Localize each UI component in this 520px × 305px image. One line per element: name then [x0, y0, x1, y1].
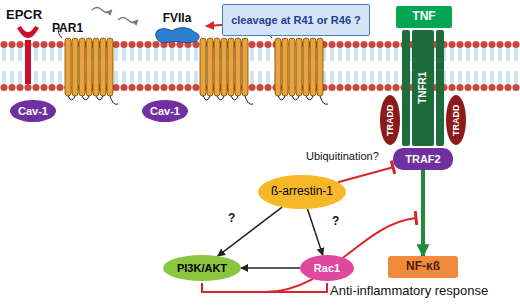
epcr-receptor	[25, 40, 31, 84]
adaptor-box: TRAF2	[393, 148, 453, 170]
signal-arrow	[206, 25, 222, 26]
node-text: NF-κß	[406, 260, 440, 274]
adaptor-oval: TRADD	[446, 95, 466, 145]
question-mark: ?	[332, 215, 339, 229]
node-text: ß-arrestin-1	[271, 185, 333, 199]
protein-oval: ß-arrestin-1	[258, 175, 346, 209]
par1-receptor	[200, 38, 253, 104]
node-text: TRADD	[451, 104, 461, 136]
ligand-node: FVIIa	[148, 8, 206, 48]
par1-receptor	[275, 38, 328, 104]
protein-oval: Cav-1	[10, 100, 56, 122]
pathway-oval: PI3K/AKT	[163, 255, 241, 281]
receptor-label: EPCR	[6, 8, 42, 23]
node-text: PI3K/AKT	[177, 262, 227, 275]
ligand-blob	[152, 26, 202, 44]
node-text: TRADD	[385, 104, 395, 136]
signal-arrow	[421, 170, 425, 256]
receptor-label: PAR1	[52, 22, 83, 36]
par1-receptor	[65, 38, 118, 104]
ligand-box: TNF	[396, 6, 452, 28]
protein-oval: Cav-1	[142, 100, 188, 122]
flow-arrow	[118, 18, 138, 23]
signal-arrow	[308, 209, 323, 255]
node-text: cleavage at R41 or R46 ?	[231, 14, 361, 27]
tnfr1-bar	[436, 30, 444, 146]
epcr-receptor	[17, 26, 39, 38]
process-note: Ubiquitination?	[306, 150, 379, 163]
inhibition-arrow	[338, 167, 393, 182]
callout-box: cleavage at R41 or R46 ?	[222, 4, 370, 36]
node-text: TNF	[412, 10, 435, 24]
node-text: FVIIa	[163, 12, 192, 26]
receptor-bar: TNFR1	[412, 30, 434, 146]
signal-arrow	[218, 207, 282, 256]
pathway-oval: Rac1	[300, 255, 354, 281]
node-text: TRAF2	[405, 153, 440, 166]
node-text: Cav-1	[150, 105, 180, 118]
node-text: Rac1	[314, 262, 340, 275]
transcription-factor-box: NF-κß	[388, 256, 458, 278]
tnfr1-bar	[402, 30, 410, 146]
ligand-blob	[156, 28, 199, 43]
node-text: TNFR1	[417, 72, 429, 104]
adaptor-oval: TRADD	[380, 95, 400, 145]
bracket	[202, 283, 327, 292]
outcome-label: Anti-inflammatory response	[330, 284, 488, 299]
signal-arrow	[241, 267, 300, 269]
node-text: Cav-1	[18, 105, 48, 118]
question-mark: ?	[228, 212, 235, 226]
flow-arrow	[92, 8, 112, 13]
inhibition-line	[265, 218, 416, 292]
